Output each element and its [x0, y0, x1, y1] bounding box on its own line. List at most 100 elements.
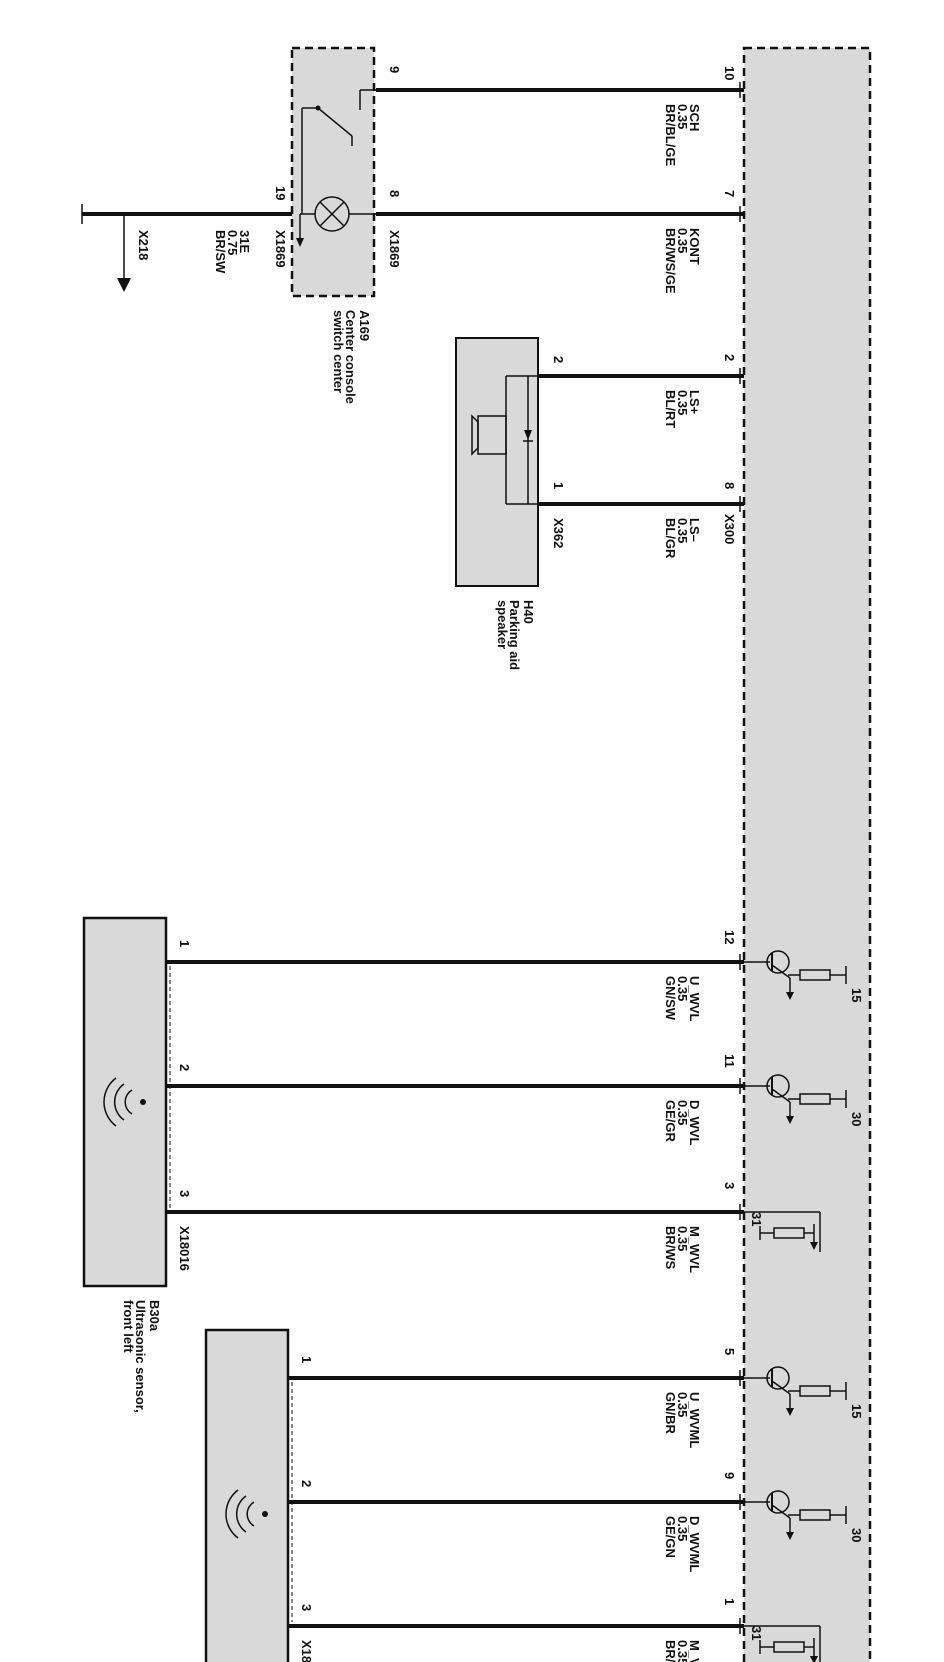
- transistor-emitter: [771, 1504, 791, 1519]
- sensor-fl-pin-1: 1: [177, 940, 192, 947]
- sensor-fml-pin-3: 3: [299, 1604, 314, 1611]
- sensor-fl-pin-3: 3: [177, 1190, 192, 1197]
- svg-text:BR/: BR/: [663, 1640, 678, 1662]
- wire-label-m-wvml: M_V 0.35 BR/: [663, 1640, 702, 1662]
- svg-text:LS+: LS+: [687, 390, 702, 415]
- arrow-down-icon: [786, 1532, 794, 1540]
- svg-text:GN/BR: GN/BR: [663, 1392, 678, 1435]
- svg-text:M_V: M_V: [687, 1640, 702, 1662]
- wire-label-u-wvl: U_WVL 0.35 GN/SW: [663, 976, 702, 1022]
- svg-text:0.35: 0.35: [675, 104, 690, 129]
- switch-center-box: [290, 46, 376, 298]
- terminal-30-fml: 30: [849, 1528, 864, 1542]
- transistor-emitter: [771, 1088, 791, 1103]
- transistor-emitter: [771, 964, 791, 979]
- driver-circuits: [739, 82, 847, 1662]
- svg-text:Center console: Center console: [343, 310, 358, 404]
- svg-text:BL/GR: BL/GR: [663, 518, 678, 559]
- terminal-15-fml: 15: [849, 1404, 864, 1418]
- svg-text:Ultrasonic sensor,: Ultrasonic sensor,: [133, 1300, 148, 1413]
- svg-text:M_WVL: M_WVL: [687, 1226, 702, 1273]
- svg-text:0.35: 0.35: [675, 1640, 690, 1662]
- speaker-pin-1: 1: [551, 482, 566, 489]
- arrow-down-icon: [786, 1116, 794, 1124]
- unit-pin-11: 11: [722, 1054, 737, 1068]
- switch-pin-19: 19: [273, 186, 288, 200]
- transistor-icon: [766, 1366, 790, 1390]
- speaker-icon: [471, 375, 538, 505]
- transistor-icon: [766, 950, 790, 974]
- svg-text:BR/BL/GE: BR/BL/GE: [663, 104, 678, 166]
- wire-label-m-wvl: M_WVL 0.35 BR/WS: [663, 1226, 702, 1273]
- svg-text:SCH: SCH: [687, 104, 702, 131]
- ultrasonic-icon: [103, 1077, 146, 1127]
- unit-pin-3: 3: [722, 1182, 737, 1189]
- svg-text:0.35: 0.35: [675, 228, 690, 253]
- svg-text:31E: 31E: [237, 230, 252, 253]
- svg-text:A169: A169: [357, 310, 372, 341]
- arrow-down-icon: [117, 278, 131, 292]
- wire-label-sch: SCH 0.35 BR/BL/GE: [663, 104, 702, 166]
- unit-pin-10: 10: [722, 66, 737, 80]
- unit-connector-label: X300: [722, 514, 737, 544]
- svg-text:0.35: 0.35: [675, 518, 690, 543]
- svg-text:BR/WS/GE: BR/WS/GE: [663, 228, 678, 294]
- switch-connector-label: X1869: [387, 230, 402, 268]
- svg-text:D_WVL: D_WVL: [687, 1100, 702, 1146]
- svg-text:speaker: speaker: [495, 600, 510, 649]
- terminal-30-fl: 30: [849, 1112, 864, 1126]
- control-unit-box: [742, 46, 872, 1662]
- svg-text:U_WVL: U_WVL: [687, 976, 702, 1022]
- sensor-fml-pin-1: 1: [299, 1356, 314, 1363]
- arrow-down-icon: [810, 1242, 818, 1250]
- arrow-down-icon: [786, 1408, 794, 1416]
- ultrasonic-icon: [225, 1489, 268, 1539]
- lamp-icon: [296, 196, 376, 247]
- svg-text:front left: front left: [121, 1300, 136, 1353]
- svg-text:KONT: KONT: [687, 228, 702, 265]
- terminal-15-fl: 15: [849, 988, 864, 1002]
- unit-pin-9: 9: [722, 1472, 737, 1479]
- svg-text:0.35: 0.35: [675, 1100, 690, 1125]
- speaker-title: H40 Parking aid speaker: [495, 600, 536, 670]
- svg-text:BR/WS: BR/WS: [663, 1226, 678, 1270]
- ground-dest-label: X218: [136, 230, 151, 260]
- switch-symbol: [301, 89, 376, 214]
- unit-pin-1: 1: [722, 1598, 737, 1605]
- wire-label-d-wvl: D_WVL 0.35 GE/GR: [663, 1100, 702, 1146]
- wire-label-d-wvml: D_WVML 0.35 GE/GN: [663, 1516, 702, 1572]
- svg-text:U_WVML: U_WVML: [687, 1392, 702, 1448]
- transistor-icon: [766, 1490, 790, 1514]
- sensor-fl-connector-label: X18016: [177, 1226, 192, 1271]
- svg-text:B30a: B30a: [147, 1300, 162, 1332]
- unit-pin-5: 5: [722, 1348, 737, 1355]
- svg-text:0.35: 0.35: [675, 1392, 690, 1417]
- svg-text:LS–: LS–: [687, 518, 702, 542]
- wire-label-ls-minus: LS– 0.35 BL/GR: [663, 518, 702, 559]
- sensor-fml-pin-2: 2: [299, 1480, 314, 1487]
- switch-center-title: A169 Center console switch center: [331, 310, 372, 404]
- sensor-fml-connector-label: X18: [299, 1640, 314, 1662]
- switch-pin-8: 8: [387, 190, 402, 197]
- unit-pin-8: 8: [722, 482, 737, 489]
- transistor-icon: [766, 1074, 790, 1098]
- switch-pin-9: 9: [387, 66, 402, 73]
- unit-pin-2: 2: [722, 354, 737, 361]
- svg-text:Parking aid: Parking aid: [507, 600, 522, 670]
- svg-text:0.35: 0.35: [675, 1516, 690, 1541]
- svg-text:D_WVML: D_WVML: [687, 1516, 702, 1572]
- sensor-fml-box: [204, 1328, 290, 1662]
- ground-connector-label: X1869: [273, 230, 288, 268]
- sensor-fl-title: B30a Ultrasonic sensor, front left: [121, 1300, 162, 1413]
- svg-text:0.35: 0.35: [675, 976, 690, 1001]
- terminal-31-fml: 31: [749, 1626, 764, 1640]
- svg-text:GE/GN: GE/GN: [663, 1516, 678, 1558]
- wire-label-ground: 31E 0.75 BR/SW: [213, 230, 252, 274]
- svg-text:BR/SW: BR/SW: [213, 230, 228, 274]
- svg-text:GE/GR: GE/GR: [663, 1100, 678, 1143]
- wire-label-u-wvml: U_WVML 0.35 GN/BR: [663, 1392, 702, 1448]
- sensor-fl-pin-2: 2: [177, 1064, 192, 1071]
- svg-text:GN/SW: GN/SW: [663, 976, 678, 1021]
- wire-label-kont: KONT 0.35 BR/WS/GE: [663, 228, 702, 294]
